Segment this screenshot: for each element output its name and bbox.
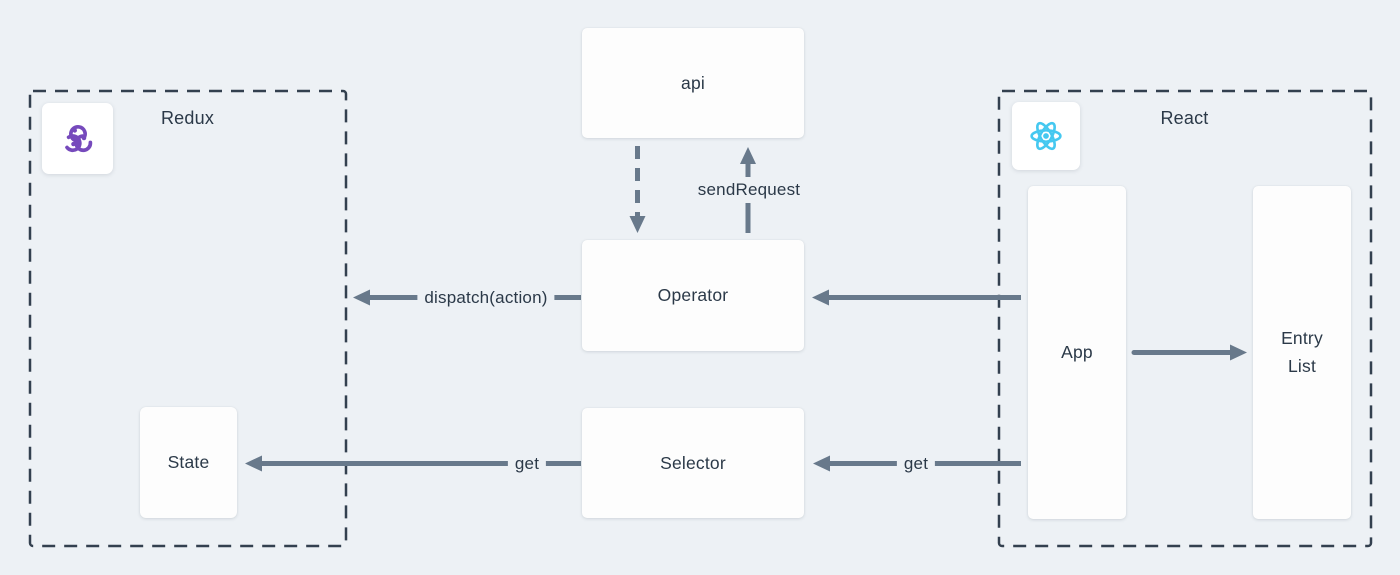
react-logo-tile: [1012, 102, 1080, 170]
redux-group-border: [28, 89, 348, 548]
react-group-label: React: [1160, 108, 1209, 128]
node-selector: Selector: [582, 408, 804, 518]
react-group-border: [997, 89, 1373, 548]
node-api: api: [582, 28, 804, 138]
edge-label-get-state: get: [507, 451, 547, 477]
react-icon: [1030, 121, 1062, 151]
node-state: State: [140, 407, 237, 518]
redux-logo-tile: [42, 103, 113, 174]
node-label: api: [681, 72, 705, 93]
node-label: Entry List: [1281, 328, 1323, 376]
node-entry-list: Entry List: [1253, 186, 1351, 519]
node-label: App: [1061, 342, 1093, 362]
redux-group-label: Redux: [160, 108, 215, 128]
node-label: State: [167, 452, 210, 472]
node-operator: Operator: [582, 240, 804, 351]
node-app: App: [1028, 186, 1126, 519]
node-label: Selector: [660, 452, 726, 473]
edge-label-get-app: get: [896, 451, 936, 477]
redux-icon: [63, 124, 92, 152]
edge-label-dispatch: dispatch(action): [417, 285, 555, 311]
node-label: Operator: [657, 285, 729, 305]
edge-label-sendrequest: sendRequest: [690, 177, 808, 203]
